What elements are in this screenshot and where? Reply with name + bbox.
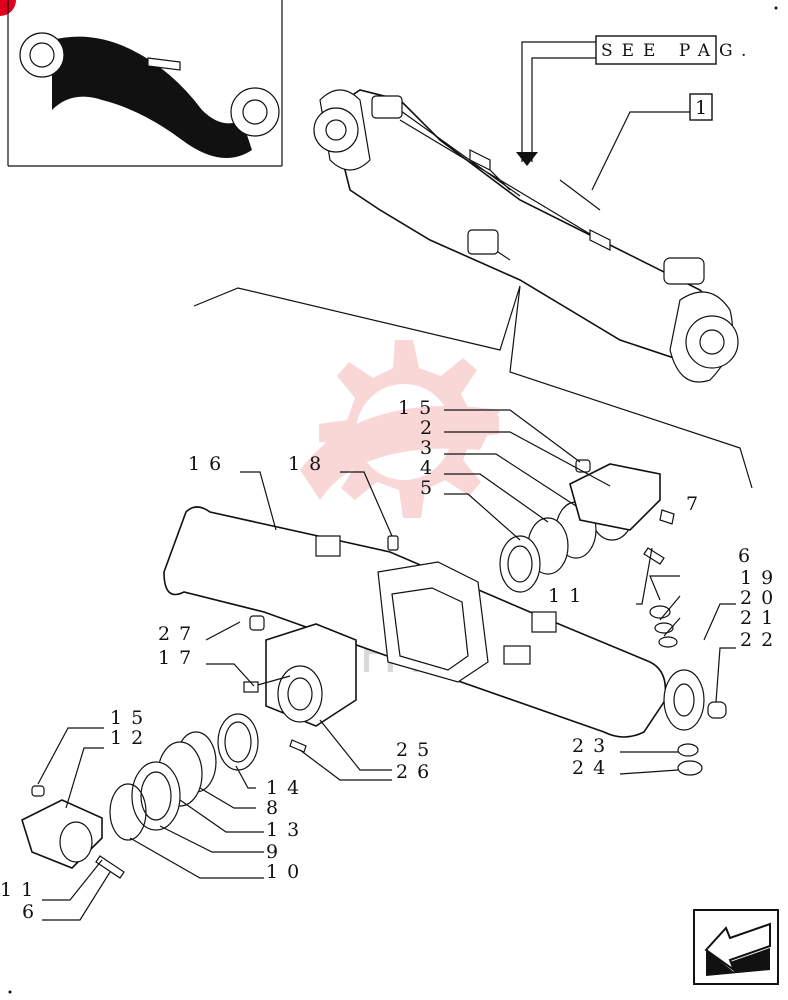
plug-27 — [249, 615, 265, 631]
snap-ring-10 — [109, 783, 147, 841]
callout-26: 26 — [396, 761, 438, 783]
next-page-arrow-button[interactable] — [693, 909, 779, 985]
reference-box-1: 1 — [591, 93, 713, 191]
pin-7 — [659, 509, 675, 525]
callout-21: 21 — [740, 607, 782, 629]
washer-19 — [649, 605, 671, 619]
callout-25: 25 — [396, 739, 438, 761]
callout-27: 27 — [158, 623, 200, 645]
callout-17: 17 — [158, 647, 200, 669]
callout-8: 8 — [266, 797, 287, 819]
callout-15-top: 15 — [398, 397, 440, 419]
grease-nipple-15-top — [575, 459, 591, 473]
callout-14: 14 — [266, 777, 308, 799]
bolt-11-bottom — [95, 855, 125, 879]
callout-7: 7 — [686, 493, 707, 515]
callout-3: 3 — [420, 437, 441, 459]
axle-beam — [163, 506, 705, 738]
callout-11-top: 11 — [548, 585, 590, 607]
callout-5: 5 — [420, 477, 441, 499]
pivot-bracket-lower — [21, 785, 125, 879]
callout-6-top: 6 — [738, 545, 759, 567]
washer-24 — [677, 760, 703, 776]
callout-4: 4 — [420, 457, 441, 479]
callout-9: 9 — [266, 841, 287, 863]
see-page-text: SEE PAG. — [601, 41, 755, 61]
washer-21 — [658, 636, 678, 648]
pivot-bracket-rear — [569, 463, 661, 531]
callout-11-bottom: 11 — [0, 879, 42, 901]
callout-10: 10 — [266, 861, 308, 883]
callout-leaders — [37, 409, 736, 921]
callout-23: 23 — [572, 735, 614, 757]
callout-19: 19 — [740, 567, 782, 589]
callout-2: 2 — [420, 417, 441, 439]
callout-labels: 15 2 3 4 5 16 18 7 6 19 20 21 22 11 27 1… — [0, 397, 782, 923]
callout-22: 22 — [740, 629, 782, 651]
pivot-bracket-front — [243, 623, 357, 727]
bolt-11-top — [643, 547, 665, 565]
leader-right — [509, 285, 753, 489]
inset-axle-silhouette — [52, 36, 252, 158]
pin-25 — [289, 739, 307, 753]
grease-nipple-15-bottom — [31, 785, 45, 797]
callout-15-bottom: 15 — [110, 707, 152, 729]
leader-left — [193, 285, 521, 351]
beam-pad-left — [315, 535, 341, 557]
watermark-gear-logo — [300, 340, 500, 518]
beam-plate — [503, 645, 531, 665]
bushing-22 — [707, 701, 727, 719]
assembled-axle-drawing — [313, 89, 739, 383]
beam-pad-right — [531, 611, 557, 633]
callout-20: 20 — [740, 587, 782, 609]
nipple-18 — [387, 535, 399, 551]
washer-20 — [654, 622, 674, 634]
center-housing-flange — [377, 561, 489, 683]
callout-6-bottom: 6 — [22, 901, 43, 923]
callout-24: 24 — [572, 757, 614, 779]
callout-18: 18 — [288, 453, 330, 475]
reference-box-number: 1 — [695, 97, 707, 119]
see-page-reference: SEE PAG. — [516, 35, 755, 166]
callout-13: 13 — [266, 819, 308, 841]
callout-16: 16 — [188, 453, 230, 475]
washer-23 — [677, 743, 699, 757]
callout-12: 12 — [110, 727, 152, 749]
inset-thumbnail — [7, 0, 283, 167]
